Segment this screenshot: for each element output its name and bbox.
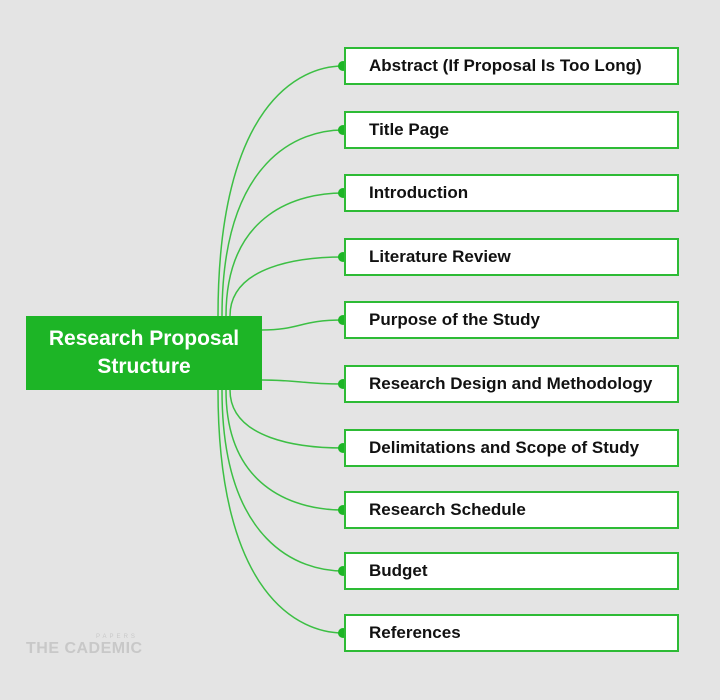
node-label: Abstract (If Proposal Is Too Long) [369,56,642,75]
node-item: Literature Review [344,238,679,276]
node-item: Introduction [344,174,679,212]
node-label: Title Page [369,120,449,139]
central-node-title-line1: Research Proposal [48,327,240,350]
node-label: Budget [369,561,428,580]
logo-subtext: PAPERS [96,634,138,640]
node-label: Purpose of the Study [369,310,540,329]
connector-line [221,389,344,572]
node-item: Abstract (If Proposal Is Too Long) [344,47,679,85]
node-item: Budget [344,552,679,590]
connector-line [225,192,344,317]
logo: PAPERS THE CADEMIC [26,634,143,658]
node-label: Research Schedule [369,500,526,519]
connector-line [225,389,344,511]
node-label: References [369,623,461,642]
node-item: Purpose of the Study [344,301,679,339]
connector-line [261,319,344,331]
node-item: Title Page [344,111,679,149]
node-item: Research Design and Methodology [344,365,679,403]
connector-line [261,379,344,385]
node-label: Literature Review [369,247,511,266]
logo-text: THE CADEMIC [26,640,143,657]
connector-line [221,129,344,317]
node-label: Introduction [369,183,469,202]
node-item: References [344,614,679,652]
central-node: Research Proposal Structure [26,316,262,390]
connector-line [229,389,344,449]
node-item: Delimitations and Scope of Study [344,429,679,467]
node-label: Delimitations and Scope of Study [369,438,640,457]
node-item: Research Schedule [344,491,679,529]
connector-line [217,65,344,317]
connector-line [217,389,344,634]
central-node-title-line2: Structure [97,355,191,378]
connector-line [229,256,344,317]
node-label: Research Design and Methodology [369,374,653,393]
